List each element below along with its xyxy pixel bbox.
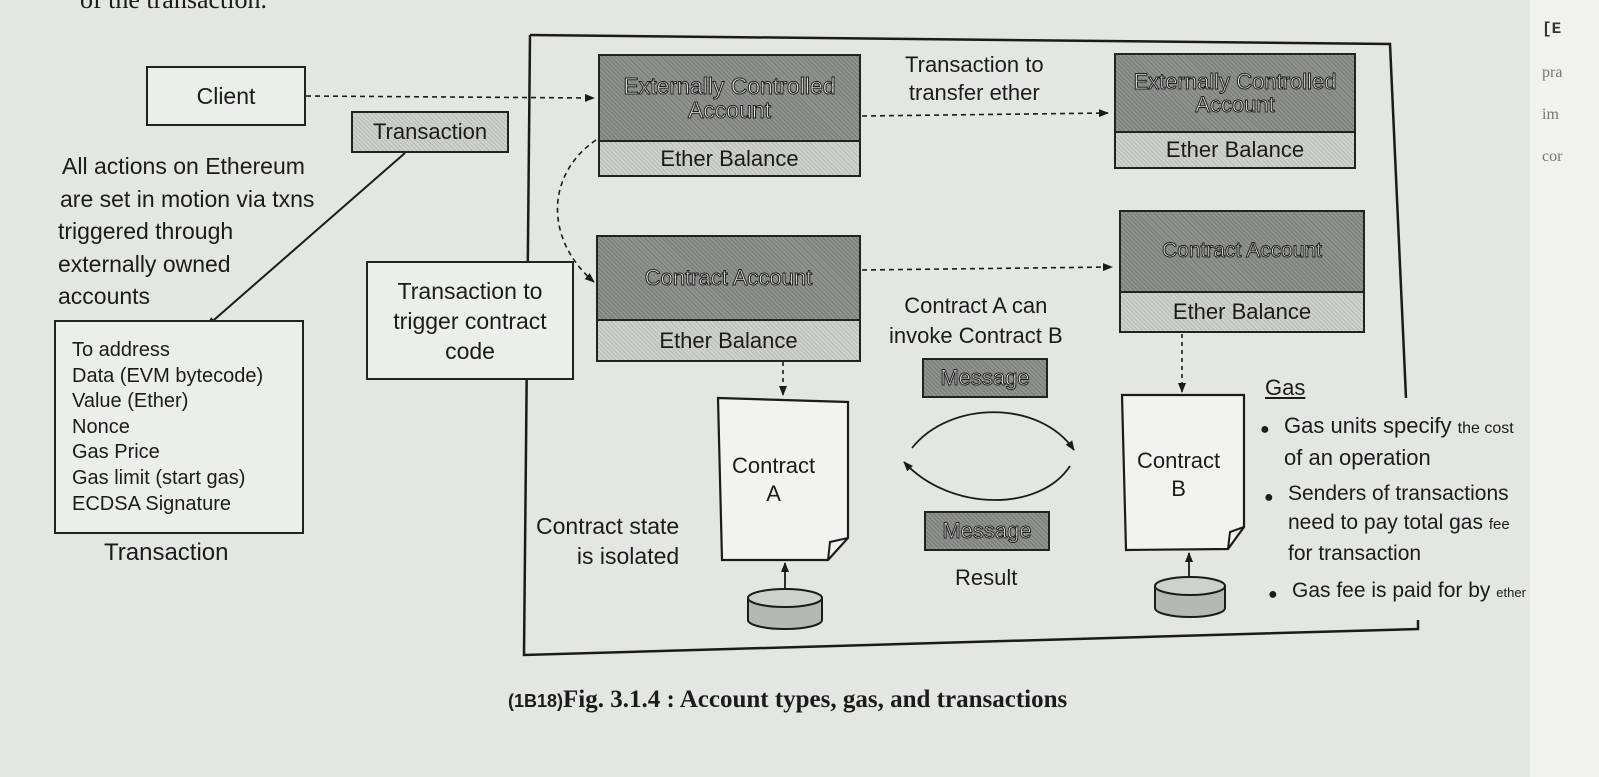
contract-a-storage-icon [747, 588, 823, 630]
contract-a-label-line: A [766, 481, 781, 506]
transfer-note-line: Transaction to [905, 52, 1044, 77]
client-label: Client [196, 82, 256, 109]
client-box: Client [146, 66, 306, 126]
eca-right-title: Externally Controlled Account [1133, 68, 1337, 117]
trigger-note-line: code [445, 337, 495, 364]
message-top-label: Message [940, 365, 1030, 391]
actions-note: All actions on Ethereum are set in motio… [58, 150, 314, 313]
message-cycle-bottom [903, 461, 1071, 501]
transaction-fields-box: To address Data (EVM bytecode) Value (Et… [54, 320, 304, 534]
contract-account-left-balance-box: Ether Balance [596, 319, 861, 362]
actions-note-line: All actions on Ethereum [62, 153, 305, 179]
client-to-eca-arrow [305, 93, 595, 102]
eca-right-title-box: Externally Controlled Account [1114, 53, 1356, 133]
contract-account-right-title-box: Contract Account [1119, 210, 1365, 293]
transaction-field: Gas limit (start gas) [72, 466, 246, 489]
transaction-pointer-arrow [206, 152, 406, 327]
trigger-note-line: trigger contract [393, 307, 547, 334]
margin-fragment: [E [1542, 20, 1562, 38]
gas-bullet-text-small: ether [1496, 585, 1526, 600]
main-frame [529, 33, 1408, 399]
actions-note-line: externally owned [58, 250, 231, 277]
message-cycle-top [911, 411, 1075, 451]
contract-a-label-line: Contract [732, 453, 816, 478]
eca-transfer-arrow [861, 109, 1109, 118]
gas-bullet-text: Gas units specify [1284, 413, 1458, 438]
gas-bullet-text: for transaction [1288, 542, 1422, 565]
eca-right-balance: Ether Balance [1165, 137, 1305, 163]
figure-caption: (1B18)Fig. 3.1.4 : Account types, gas, a… [508, 686, 1067, 714]
contract-a-document [716, 396, 850, 562]
eca-to-contract-curve [556, 139, 597, 283]
eca-right-balance-box: Ether Balance [1114, 131, 1356, 169]
transaction-label: Transaction [104, 539, 229, 566]
trigger-contract-box: Transaction to trigger contract code [366, 261, 574, 380]
invoke-note-line: invoke Contract B [889, 323, 1063, 348]
message-bottom-box: Message [924, 511, 1050, 551]
margin-fragment: cor [1542, 148, 1563, 165]
invoke-note-line: Contract A can [904, 293, 1048, 318]
gas-bullet: Gas fee is paid for by ether [1268, 576, 1526, 609]
contract-account-right-title: Contract Account [1162, 239, 1323, 263]
eca-left-title: Externally Controlled Account [623, 72, 836, 123]
transaction-tag-label: Transaction [372, 119, 488, 145]
contract-b-storage-icon [1154, 576, 1226, 618]
gas-bullet-text: of an operation [1284, 445, 1431, 470]
contract-account-left-title-box: Contract Account [596, 235, 861, 321]
adjacent-page-margin: [E pra im cor [1530, 0, 1599, 777]
gas-bullet-text-small: the cost [1457, 420, 1514, 437]
gas-heading: Gas [1265, 375, 1306, 400]
contract-a-label: Contract A [732, 452, 815, 508]
gas-bullet: Senders of transactions need to pay tota… [1264, 479, 1510, 568]
contract-b-label-line: Contract [1137, 448, 1221, 473]
message-top-box: Message [922, 358, 1048, 398]
margin-fragment: pra [1542, 64, 1563, 81]
transfer-note-line: transfer ether [908, 80, 1040, 105]
transfer-note: Transaction to transfer ether [905, 51, 1044, 107]
actions-note-line: accounts [58, 283, 151, 309]
invoke-note: Contract A can invoke Contract B [889, 291, 1063, 351]
contract-invoke-arrow [861, 263, 1113, 272]
transaction-field: To address [72, 339, 170, 361]
contract-account-left-balance: Ether Balance [659, 327, 798, 353]
contract-state-line: is isolated [576, 543, 680, 569]
actions-note-line: triggered through [58, 218, 234, 244]
actions-note-line: are set in motion via txns [60, 185, 315, 212]
transaction-field: Nonce [72, 415, 130, 438]
margin-fragment: im [1542, 106, 1559, 123]
gas-bullet-text: Senders of transactions [1288, 482, 1509, 505]
transaction-field: Value (Ether) [72, 390, 189, 413]
message-bottom-label: Message [942, 518, 1032, 544]
gas-bullet-text: need to pay total gas [1288, 511, 1489, 534]
contract-b-label: Contract B [1137, 447, 1220, 503]
gas-bullet: Gas units specify the cost of an operati… [1260, 411, 1514, 472]
eca-left-balance-box: Ether Balance [598, 140, 861, 177]
contract-account-right-balance-box: Ether Balance [1119, 291, 1365, 333]
contract-account-right-balance: Ether Balance [1172, 299, 1312, 325]
gas-bullet-text-small: fee [1488, 516, 1510, 533]
figure-caption-text: Fig. 3.1.4 : Account types, gas, and tra… [563, 686, 1068, 713]
eca-left-balance: Ether Balance [660, 145, 799, 171]
transaction-field: ECDSA Signature [72, 492, 231, 515]
top-cut-text: of the transaction. [80, 0, 267, 15]
contract-account-left-title: Contract Account [644, 265, 813, 291]
transaction-field: Data (EVM bytecode) [72, 364, 264, 387]
contract-b-document [1120, 393, 1246, 552]
transaction-field: Gas Price [72, 441, 160, 464]
contract-state-line: Contract state [536, 513, 680, 539]
figure-prefix: (1B18) [508, 691, 564, 711]
result-label: Result [955, 565, 1018, 590]
trigger-note-line: Transaction to [397, 277, 543, 304]
gas-bullet-text: Gas fee is paid for by [1292, 579, 1497, 602]
eca-left-title-box: Externally Controlled Account [598, 54, 861, 142]
contract-state-note: Contract state is isolated [536, 511, 679, 571]
transaction-tag: Transaction [351, 111, 509, 153]
contract-b-label-line: B [1171, 476, 1186, 501]
